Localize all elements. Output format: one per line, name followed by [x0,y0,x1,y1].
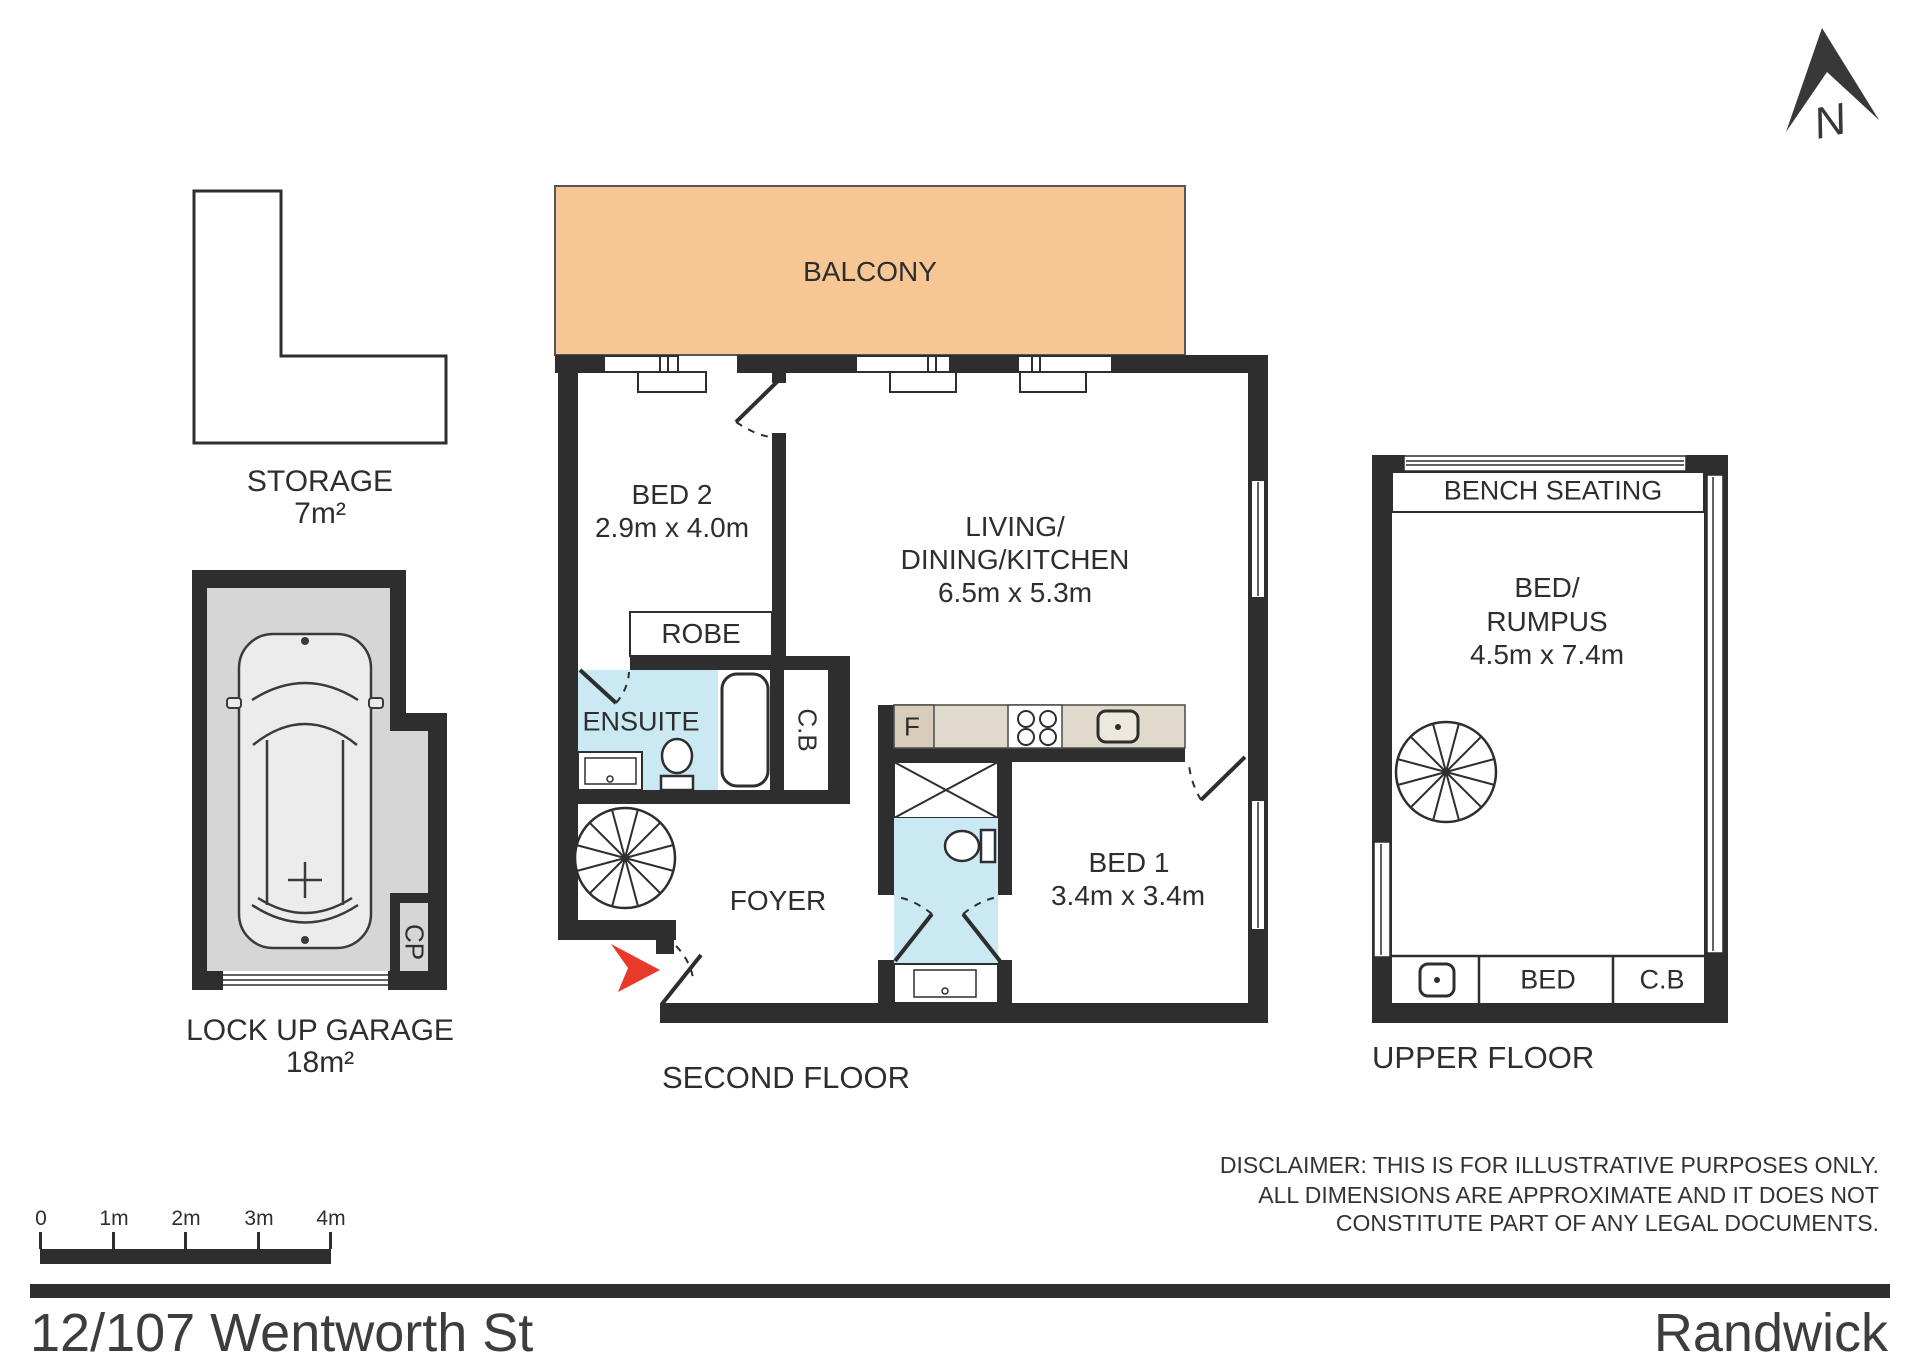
upper-floor-title: UPPER FLOOR [1372,1040,1595,1075]
cupboard-label-upper: C.B [1639,964,1685,995]
entry-arrow-icon [611,944,660,992]
living-label-1: LIVING/ [965,511,1065,542]
robe-box [629,611,773,657]
disclaimer-line-1: DISCLAIMER: THIS IS FOR ILLUSTRATIVE PUR… [1219,1152,1879,1178]
balcony-sliding-doors [603,355,1113,393]
scale-tick-3: 3m [244,1207,274,1230]
upper-bed-label: BED [1520,964,1576,995]
scale-tick-1: 1m [99,1207,129,1230]
car-top-view [226,632,384,950]
scale-tick-0: 0 [35,1207,47,1230]
suburb-label: Randwick [1653,1303,1888,1357]
address-label: 12/107 Wentworth St [30,1303,534,1357]
scale-tick-4: 4m [316,1207,346,1230]
storage-area: 7m² [294,497,346,530]
bedrumpus-dims: 4.5m x 7.4m [1469,639,1625,670]
upper-sink [1418,962,1456,998]
kitchen-sink [1096,709,1140,744]
foyer-label: FOYER [729,885,827,916]
scale-tick-2: 2m [171,1207,201,1230]
upper-floor-windows [1373,455,1724,958]
garage-label: LOCK UP GARAGE [186,1014,454,1047]
bath-toilet [943,828,997,864]
north-arrow-icon [1786,28,1879,132]
bathtub [720,672,770,788]
disclaimer-line-2: ALL DIMENSIONS ARE APPROXIMATE AND IT DO… [1258,1182,1879,1208]
fridge-space [893,704,935,749]
ensuite-label: ENSUITE [582,706,700,737]
bench-seating-box [1391,471,1705,513]
fridge-label: F [904,711,920,742]
living-label-2: DINING/KITCHEN [900,544,1130,575]
door-swings [578,378,1247,1006]
kitchen-counter [893,704,1186,749]
footer-divider [30,1284,1890,1298]
upper-floor-fittings [1391,471,1705,1003]
ensuite-vanity [577,751,643,791]
spiral-staircase-second [573,806,677,910]
storage-outline [192,189,448,445]
spiral-staircase-upper [1394,720,1498,824]
cupboard-label-second: C.B [792,708,823,752]
carport-label: CP [399,923,430,961]
living-window [1250,479,1266,599]
bath-vanity [893,963,999,1004]
living-dims: 6.5m x 5.3m [937,577,1093,608]
bed1-window [1250,799,1266,931]
balcony-area [554,185,1186,356]
main-bathroom [893,761,999,1004]
bench-seating-label: BENCH SEATING [1443,475,1663,506]
garage-plan [192,570,447,990]
balcony-label: BALCONY [803,256,937,287]
storage-label: STORAGE [246,465,394,498]
bed1-dims: 3.4m x 3.4m [1050,880,1206,911]
bedrumpus-label-1: BED/ [1514,572,1580,603]
bed1-label: BED 1 [1088,847,1170,878]
garage-area: 18m² [285,1046,355,1079]
garage-door [223,971,388,990]
ensuite-toilet [659,737,695,792]
bedrumpus-label-2: RUMPUS [1486,606,1608,637]
scale-bar [39,1232,332,1264]
disclaimer-line-3: CONSTITUTE PART OF ANY LEGAL DOCUMENTS. [1335,1210,1879,1236]
robe-label: ROBE [661,618,741,649]
bed2-dims: 2.9m x 4.0m [594,512,750,543]
second-floor-title: SECOND FLOOR [662,1060,911,1095]
bed2-label: BED 2 [631,479,713,510]
